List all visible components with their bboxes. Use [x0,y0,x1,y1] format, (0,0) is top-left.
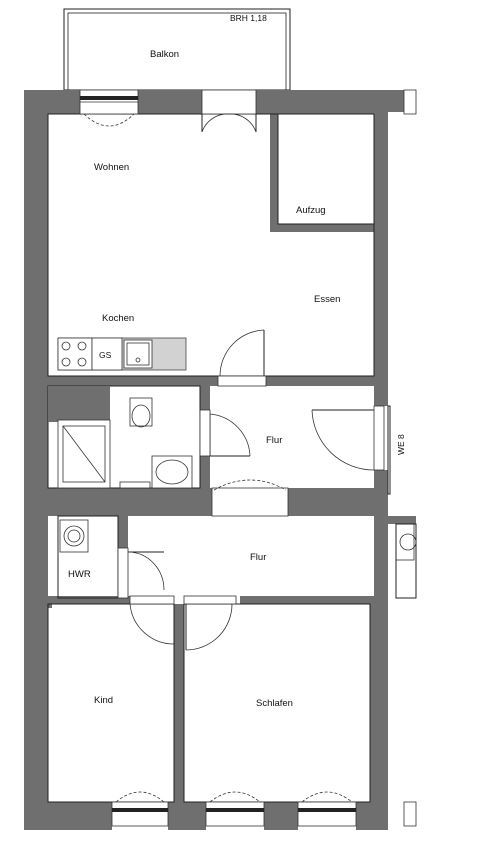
walls [24,90,388,830]
label-flur-lower: Flur [250,552,266,563]
opening-flur [211,479,289,517]
balcony [63,8,291,91]
door-hwr [117,547,165,599]
balcony-door [201,89,257,133]
label-kochen: Kochen [102,313,134,324]
bathroom-fixtures [48,386,193,489]
label-balkon: Balkon [150,49,179,60]
window-schlafen-right [297,791,357,827]
label-kind: Kind [94,695,113,706]
label-hwr: HWR [68,569,91,580]
labels: BRH 1,18 Balkon Wohnen Aufzug Essen Koch… [68,13,406,709]
kitchen-counter [57,337,187,371]
label-gs: GS [99,350,112,360]
label-brh: BRH 1,18 [230,13,267,23]
neighbor-unit-fragments [387,89,417,827]
door-bathroom [199,409,251,457]
label-essen: Essen [314,294,340,305]
neighbor-washing-machine [395,523,417,561]
window-kind [111,791,169,827]
door-schlafen [183,595,237,651]
washing-machine [59,519,89,553]
label-flur-upper: Flur [266,435,282,446]
door-kind [129,595,175,645]
window-schlafen-left [205,791,265,827]
door-kitchen-flur [217,329,267,387]
window-wohnen [79,89,139,127]
label-wohnen: Wohnen [94,162,129,173]
label-unit: WE 8 [396,434,406,455]
door-entry [311,405,385,471]
label-schlafen: Schlafen [256,698,293,709]
label-aufzug: Aufzug [296,205,326,216]
